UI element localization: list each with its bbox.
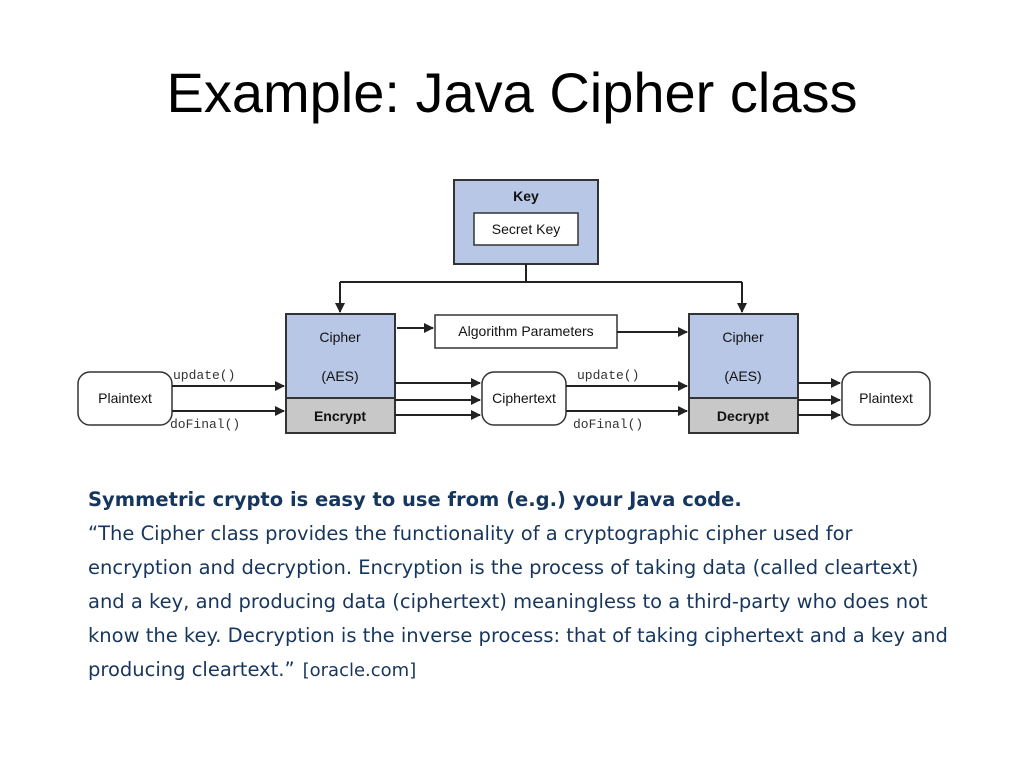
encrypt-input-arrows xyxy=(172,381,285,416)
ciphertext-label: Ciphertext xyxy=(492,390,556,406)
slide-title: Example: Java Cipher class xyxy=(166,61,858,124)
decrypt-output-arrows xyxy=(798,378,841,420)
cipher-decrypt-box: Cipher (AES) Decrypt xyxy=(688,313,799,434)
update-method-right: update() xyxy=(577,368,639,383)
key-box: Key Secret Key xyxy=(453,179,599,265)
plaintext-output-box: Plaintext xyxy=(841,371,931,426)
oracle-quote: “The Cipher class provides the functiona… xyxy=(88,522,948,681)
algorithm-parameters-label: Algorithm Parameters xyxy=(458,323,593,339)
algorithm-parameters-box: Algorithm Parameters xyxy=(434,314,618,349)
decrypt-input-arrows xyxy=(566,381,688,416)
key-box-title: Key xyxy=(513,188,539,204)
plaintext-output-label: Plaintext xyxy=(859,390,913,406)
dofinal-method-right: doFinal() xyxy=(573,417,643,432)
lead-sentence: Symmetric crypto is easy to use from (e.… xyxy=(88,488,742,511)
encrypt-mode-label: Encrypt xyxy=(314,408,366,424)
plaintext-input-label: Plaintext xyxy=(98,390,152,406)
cipher-diagram: Key Secret Key Cipher (AES) Encrypt Ciph… xyxy=(77,179,931,434)
source-citation: [oracle.com] xyxy=(302,660,417,681)
algorithm-parameters-arrows xyxy=(397,323,688,337)
encrypt-output-arrows xyxy=(395,378,481,420)
secret-key-label: Secret Key xyxy=(492,221,560,237)
ciphertext-box: Ciphertext xyxy=(481,371,567,426)
cipher-encrypt-algo: (AES) xyxy=(321,368,358,384)
cipher-decrypt-label: Cipher xyxy=(722,329,764,345)
key-connector xyxy=(335,264,747,313)
dofinal-method-left: doFinal() xyxy=(170,417,240,432)
decrypt-mode-label: Decrypt xyxy=(717,408,769,424)
update-method-left: update() xyxy=(173,368,235,383)
cipher-encrypt-box: Cipher (AES) Encrypt xyxy=(285,313,396,434)
cipher-encrypt-label: Cipher xyxy=(319,329,361,345)
cipher-decrypt-algo: (AES) xyxy=(724,368,761,384)
plaintext-input-box: Plaintext xyxy=(77,371,173,426)
body-text: Symmetric crypto is easy to use from (e.… xyxy=(88,483,948,688)
